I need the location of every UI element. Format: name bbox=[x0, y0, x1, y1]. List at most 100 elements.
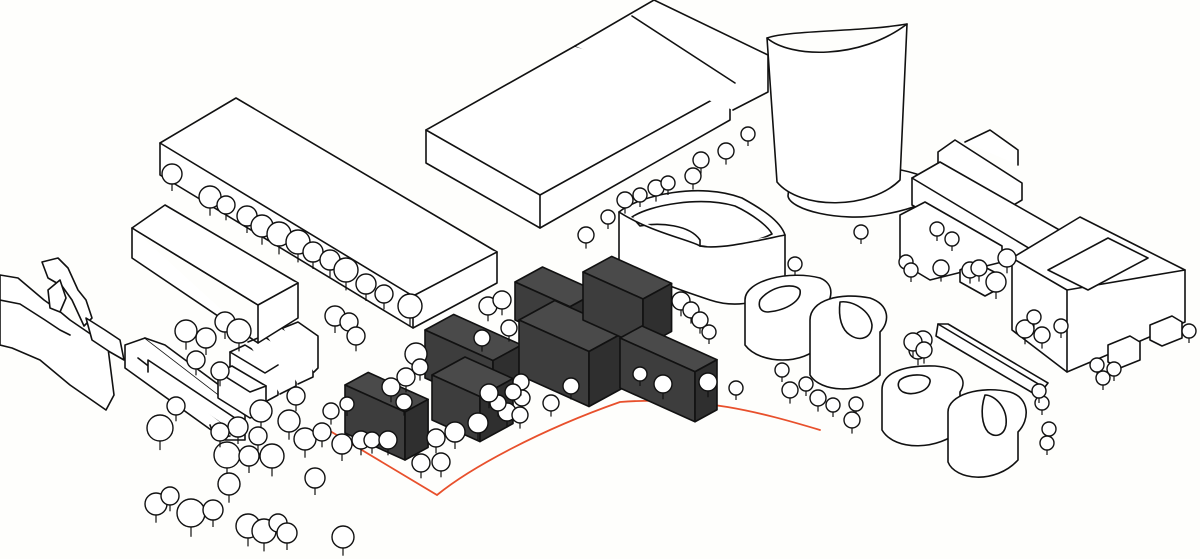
tree bbox=[1095, 370, 1111, 390]
tree bbox=[600, 209, 616, 229]
tree bbox=[985, 271, 1007, 299]
tree bbox=[691, 311, 709, 334]
tree bbox=[944, 231, 960, 251]
tree bbox=[411, 453, 431, 479]
tree bbox=[504, 383, 522, 406]
trees-layer bbox=[144, 126, 1197, 556]
tree bbox=[339, 396, 355, 416]
tree bbox=[411, 358, 429, 381]
tree bbox=[331, 525, 355, 556]
tree bbox=[213, 441, 241, 478]
tree bbox=[616, 191, 634, 214]
tree bbox=[1053, 318, 1069, 338]
tree bbox=[698, 372, 718, 398]
tree bbox=[259, 443, 285, 477]
tree bbox=[787, 256, 803, 276]
tree bbox=[226, 318, 252, 352]
tree bbox=[479, 383, 499, 409]
tree bbox=[903, 262, 919, 282]
tree bbox=[216, 195, 236, 221]
tree bbox=[176, 498, 206, 537]
tree bbox=[915, 341, 933, 364]
tree bbox=[825, 397, 841, 417]
massing-block bbox=[518, 299, 626, 408]
upper-left-long-slab bbox=[159, 97, 498, 329]
tree bbox=[304, 467, 326, 495]
tree bbox=[431, 452, 451, 478]
tree bbox=[227, 416, 249, 444]
tree bbox=[1034, 395, 1050, 415]
tree bbox=[249, 399, 273, 430]
tree bbox=[1181, 323, 1197, 343]
tree bbox=[511, 406, 529, 429]
tree bbox=[467, 412, 489, 440]
tree bbox=[331, 433, 353, 461]
tree bbox=[346, 326, 366, 352]
tree bbox=[444, 421, 466, 449]
tree bbox=[853, 224, 869, 244]
tree bbox=[286, 386, 306, 412]
tree bbox=[1033, 326, 1051, 349]
tree bbox=[1031, 383, 1047, 403]
tree bbox=[322, 402, 340, 425]
tree bbox=[492, 290, 512, 316]
tree bbox=[1026, 309, 1042, 329]
tree bbox=[426, 428, 446, 454]
tower-building bbox=[766, 23, 941, 218]
tree bbox=[843, 411, 861, 434]
tree bbox=[198, 185, 222, 216]
cylindrical-pavilions bbox=[744, 274, 1027, 478]
tree bbox=[166, 396, 186, 422]
tree bbox=[374, 284, 394, 310]
tree bbox=[238, 445, 260, 473]
tree bbox=[174, 319, 198, 350]
tree bbox=[395, 393, 413, 416]
tree bbox=[202, 499, 224, 527]
tree bbox=[717, 142, 735, 165]
tree bbox=[161, 163, 183, 191]
tree bbox=[647, 179, 665, 202]
tree bbox=[333, 257, 359, 291]
tree bbox=[740, 126, 756, 146]
tree bbox=[1015, 319, 1035, 345]
mid-left-box-building bbox=[131, 204, 299, 344]
site-boundary-curve bbox=[324, 399, 821, 497]
tree bbox=[929, 221, 945, 241]
tree bbox=[276, 522, 298, 550]
tree bbox=[378, 430, 398, 456]
tree bbox=[312, 422, 332, 448]
curved-courtyard-building bbox=[618, 189, 786, 305]
tree bbox=[473, 329, 491, 352]
tree bbox=[355, 273, 377, 301]
tree bbox=[210, 422, 230, 448]
tree bbox=[146, 414, 174, 451]
tree bbox=[397, 293, 423, 327]
tree bbox=[562, 377, 580, 400]
tree bbox=[970, 259, 988, 282]
tree bbox=[248, 426, 268, 452]
site-boundary-line bbox=[324, 399, 821, 497]
tree bbox=[932, 259, 950, 282]
tree bbox=[1039, 435, 1055, 455]
tree bbox=[653, 374, 673, 400]
tree bbox=[701, 324, 717, 344]
tree bbox=[396, 367, 416, 393]
tree bbox=[997, 248, 1017, 274]
tree bbox=[781, 381, 799, 404]
tree bbox=[217, 472, 241, 503]
tree bbox=[160, 486, 180, 512]
tree bbox=[542, 394, 560, 417]
tree bbox=[632, 187, 648, 207]
tree bbox=[500, 319, 518, 342]
tree bbox=[186, 350, 206, 376]
tree bbox=[195, 327, 217, 355]
tree bbox=[684, 167, 702, 190]
tree bbox=[277, 409, 301, 440]
tree bbox=[728, 380, 744, 400]
right-courtyard-block bbox=[1011, 216, 1186, 373]
tree bbox=[1106, 361, 1122, 381]
tree bbox=[210, 361, 230, 387]
linear-bar-building bbox=[124, 337, 251, 441]
